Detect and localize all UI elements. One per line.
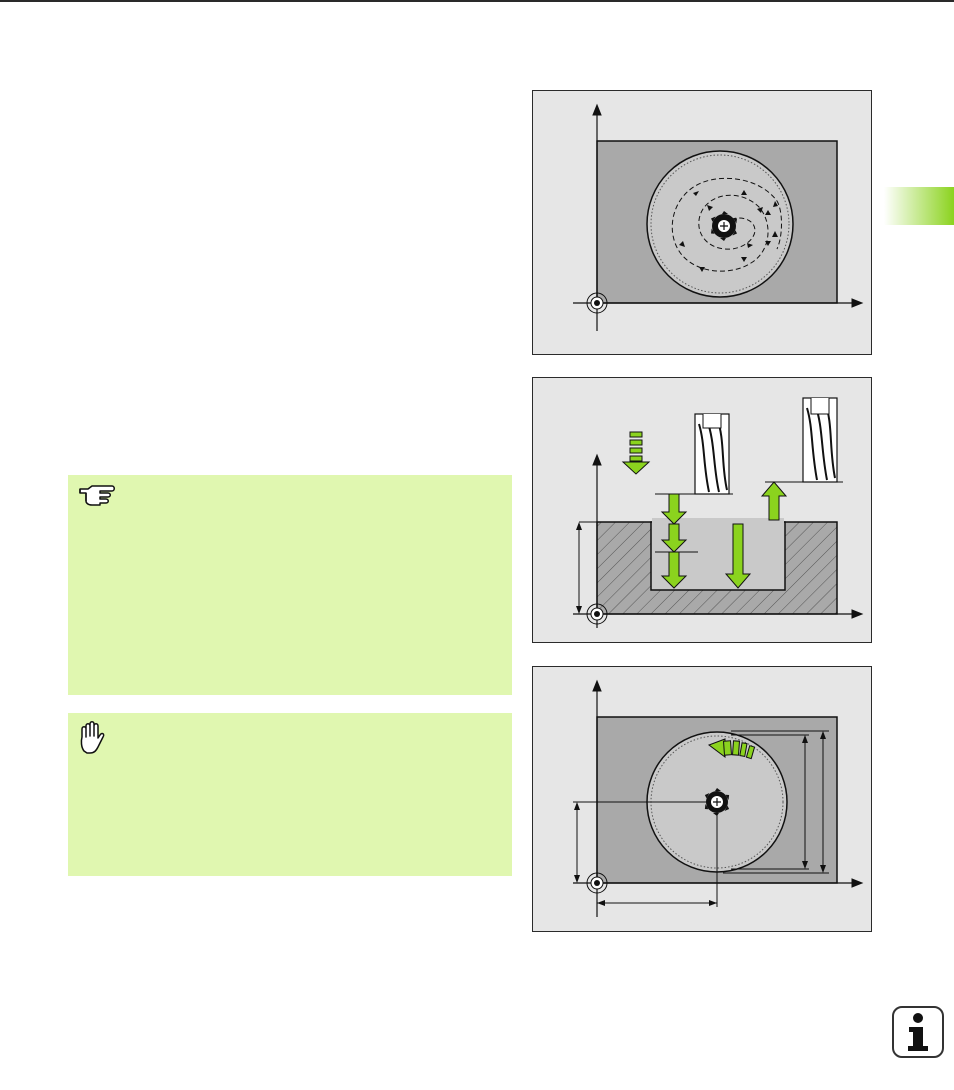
- info-button[interactable]: [892, 1006, 944, 1058]
- note-box-caution: [68, 713, 512, 876]
- spiral-toolpath: [671, 177, 782, 272]
- figure-spiral-toolpath: [532, 90, 872, 355]
- end-mill-tool-retracted-icon: [802, 397, 838, 483]
- rapid-approach-arrow-icon: [621, 431, 651, 475]
- note-box-programming: [68, 475, 512, 695]
- milling-cutter-icon: [704, 788, 730, 816]
- chapter-thumb-tab[interactable]: [884, 187, 954, 225]
- infeed-arrow-3-icon: [660, 551, 688, 589]
- header-rule: [0, 0, 954, 2]
- end-mill-tool-icon: [694, 413, 730, 495]
- info-icon: [908, 1013, 928, 1051]
- rotation-direction-arrow-icon: [707, 738, 756, 760]
- datum-symbol-icon: [586, 872, 608, 894]
- figure-depth-infeed: [532, 377, 872, 643]
- datum-symbol-icon: [586, 292, 608, 314]
- raised-hand-warning-icon: [78, 721, 106, 760]
- milling-cutter-icon: [711, 211, 737, 241]
- infeed-arrow-2-icon: [660, 523, 688, 553]
- infeed-arrow-1-icon: [660, 493, 688, 525]
- retract-arrow-icon: [760, 481, 788, 521]
- full-depth-arrow-icon: [724, 523, 752, 589]
- figure-pocket-dimensions: [532, 666, 872, 932]
- datum-symbol-icon: [586, 603, 608, 625]
- pointing-hand-icon: [78, 483, 118, 514]
